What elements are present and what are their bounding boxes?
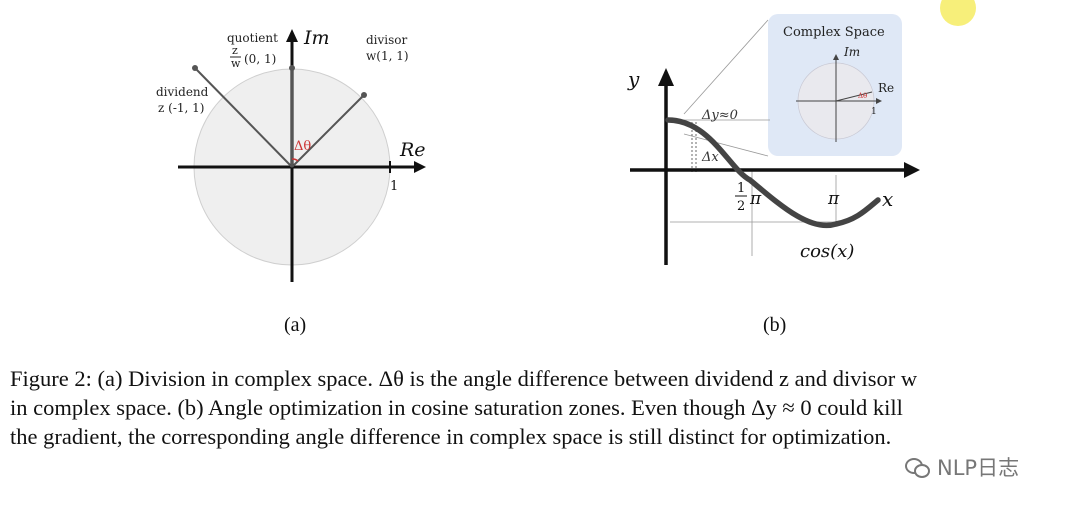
re-axis-label: Re [399, 139, 426, 161]
figure-a-complex-division: Im Re 1 quotient z w (0, 1) divisor w(1,… [156, 27, 426, 282]
half-pi-symbol: π [749, 189, 762, 209]
dividend-vector [195, 68, 293, 168]
inset-one-label: 1 [871, 107, 877, 117]
watermark: NLP日志 [905, 452, 1019, 482]
caption-line-2: in complex space. (b) Angle optimization… [10, 395, 903, 420]
quotient-frac-den: w [231, 57, 241, 70]
divisor-label: divisor [366, 33, 408, 47]
half-num: 1 [737, 181, 745, 196]
delta-theta-label: Δθ [294, 139, 311, 154]
re-axis-arrow [414, 161, 426, 173]
im-axis-arrow [286, 29, 298, 42]
caption-line-1: Figure 2: (a) Division in complex space.… [10, 366, 918, 391]
inset-title: Complex Space [783, 25, 885, 40]
watermark-text: NLP日志 [937, 456, 1020, 480]
dividend-coord: z (-1, 1) [158, 101, 204, 115]
cos-label: cos(x) [800, 241, 854, 262]
divisor-vector [291, 95, 364, 168]
figure-caption: Figure 2: (a) Division in complex space.… [10, 364, 1075, 451]
dividend-label: dividend [156, 85, 209, 99]
quotient-frac-num: z [232, 44, 238, 57]
figure-b-cosine-saturation: y x Δy≈0 Δx 1 2 π π cos(x) Complex Space… [627, 14, 920, 265]
inset-re-arrow [876, 98, 882, 104]
delta-y-label: Δy≈0 [701, 108, 738, 123]
inset-vector [835, 91, 873, 102]
y-axis-label: y [627, 67, 640, 91]
tick-one-label: 1 [390, 179, 398, 194]
wechat-icon [905, 457, 930, 478]
y-axis-arrow [658, 68, 674, 86]
quotient-coord: (0, 1) [244, 52, 276, 66]
inset-delta-label: Δθ [858, 92, 867, 100]
inset-im-arrow [833, 54, 839, 60]
inset-re-label: Re [878, 81, 894, 95]
sublabel-b: (b) [763, 314, 787, 336]
half-den: 2 [737, 199, 745, 214]
quotient-point [289, 65, 295, 71]
caption-line-3: the gradient, the corresponding angle di… [10, 424, 892, 449]
angle-arc [291, 158, 299, 162]
dividend-point [192, 65, 198, 71]
x-axis-label: x [882, 187, 893, 211]
pi-label: π [827, 189, 840, 209]
zoom-line-bottom [683, 133, 769, 157]
divisor-point [361, 92, 367, 98]
x-axis-arrow [904, 162, 920, 178]
divisor-coord: w(1, 1) [366, 49, 409, 63]
zoom-line-top [683, 19, 769, 115]
decorative-dot [940, 0, 976, 26]
quotient-label: quotient [227, 31, 278, 45]
inset-im-label: Im [843, 45, 860, 59]
sublabel-a: (a) [284, 314, 307, 336]
im-axis-label: Im [303, 27, 330, 49]
delta-x-label: Δx [701, 150, 719, 165]
cosine-curve [665, 117, 881, 229]
